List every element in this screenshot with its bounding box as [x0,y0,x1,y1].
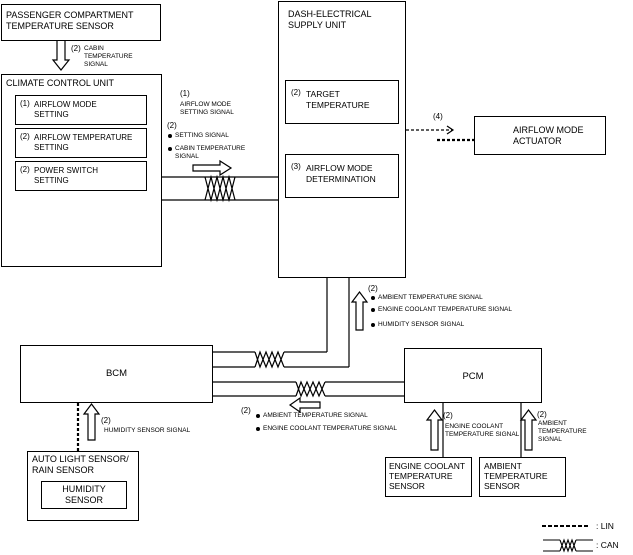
pcm-box: PCM [404,348,542,403]
cc-item-label: AIRFLOW MODE SETTING [34,100,97,119]
airflow-mode-signal-num: (1) [180,89,190,98]
ambient-sensor-label: AMBIENT TEMPERATURE SENSOR [484,461,548,491]
bcm-label: BCM [105,368,128,379]
ambient-arrow [519,409,538,451]
bcm-box: BCM [20,345,213,403]
bcm-input-ambient: AMBIENT TEMPERATURE SIGNAL [256,412,368,419]
humidity-signal-num: (2) [101,416,111,425]
bcm-input-engine-coolant: ENGINE COOLANT TEMPERATURE SIGNAL [256,425,397,432]
engine-coolant-arrow [425,409,444,451]
dash-item-label: AIRFLOW MODE DETERMINATION [306,163,376,184]
actuator-label: AIRFLOW MODE ACTUATOR [513,125,584,146]
can-line-dash-bcm [213,278,350,369]
dash-input-num: (2) [368,284,378,293]
cc-item-power-switch: (2) POWER SWITCH SETTING [15,161,147,191]
dash-unit-title: DASH-ELECTRICAL SUPPLY UNIT [288,9,372,30]
engine-coolant-sensor-box: ENGINE COOLANT TEMPERATURE SENSOR [385,457,472,497]
cc-item-num: (2) [20,165,30,174]
cc-item-airflow-mode: (1) AIRFLOW MODE SETTING [15,95,147,125]
dash-electrical-supply-unit-box: DASH-ELECTRICAL SUPPLY UNIT [278,1,406,278]
cc-item-label: AIRFLOW TEMPERATURE SETTING [34,133,133,152]
bcm-input-arrow [288,396,321,414]
cc-item-label: POWER SWITCH SETTING [34,166,98,185]
dash-item-num: (3) [291,162,301,171]
dash-item-num: (2) [291,88,301,97]
climate-unit-title: CLIMATE CONTROL UNIT [6,78,115,88]
dash-input-ambient: AMBIENT TEMPERATURE SIGNAL [371,294,483,301]
cabin-signal-num: (2) [71,44,81,53]
dash-input-engine-coolant: ENGINE COOLANT TEMPERATURE SIGNAL [371,306,512,313]
engine-coolant-signal-label: ENGINE COOLANT TEMPERATURE SIGNAL [445,423,520,438]
cc-item-airflow-temperature: (2) AIRFLOW TEMPERATURE SETTING [15,128,147,158]
passenger-compartment-sensor-box: PASSENGER COMPARTMENT TEMPERATURE SENSOR [1,4,161,41]
auto-light-label: AUTO LIGHT SENSOR/ RAIN SENSOR [32,454,129,475]
dash-item-target-temperature: (2) TARGET TEMPERATURE [285,80,399,124]
dash-input-humidity: HUMIDITY SENSOR SIGNAL [370,321,465,328]
setting-signal-num: (2) [167,121,177,130]
airflow-mode-actuator-box: AIRFLOW MODE ACTUATOR [474,116,606,155]
airflow-mode-signal-label: AIRFLOW MODE SETTING SIGNAL [180,101,234,116]
actuator-link-num: (4) [433,112,443,121]
humidity-signal-label: HUMIDITY SENSOR SIGNAL [104,427,191,434]
dash-input-arrow [350,291,369,331]
passenger-sensor-label: PASSENGER COMPARTMENT TEMPERATURE SENSOR [6,10,134,31]
bcm-input-num: (2) [241,406,251,415]
legend-can-line [543,538,593,553]
cc-item-num: (1) [20,99,30,108]
humidity-sensor-box: HUMIDITY SENSOR [41,481,127,509]
cabin-signal-arrow [51,39,71,71]
dash-item-label: TARGET TEMPERATURE [306,89,370,110]
can-line-bcm-pcm [213,380,404,398]
can-line-climate-dash [162,174,278,203]
setting-signal-label: SETTING SIGNAL [168,132,229,139]
cabin-signal-label: CABIN TEMPERATURE SIGNAL [84,45,133,68]
engine-coolant-sensor-label: ENGINE COOLANT TEMPERATURE SENSOR [389,461,466,491]
legend-lin-label: : LIN [596,521,614,531]
setting-signal-arrow [192,159,233,177]
ambient-signal-num: (2) [537,410,547,419]
humidity-signal-arrow [82,403,101,441]
humidity-sensor-label: HUMIDITY SENSOR [62,484,106,505]
cabin-temperature-signal-label: CABIN TEMPERATURE SIGNAL [167,145,246,160]
dash-item-airflow-mode-determination: (3) AIRFLOW MODE DETERMINATION [285,154,399,198]
legend-can-label: : CAN [596,540,619,550]
lin-line-dash-actuator [406,125,474,142]
ambient-signal-label: AMBIENT TEMPERATURE SIGNAL [538,420,587,443]
pcm-label: PCM [462,371,484,382]
ambient-sensor-box: AMBIENT TEMPERATURE SENSOR [479,457,566,497]
engine-coolant-signal-num: (2) [443,411,453,420]
cc-item-num: (2) [20,132,30,141]
